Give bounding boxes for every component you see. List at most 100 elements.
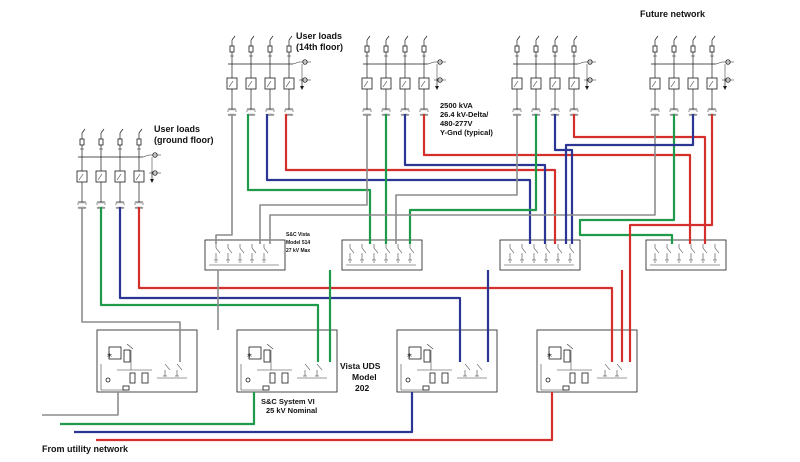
cable-red-14th (284, 114, 557, 244)
main-switch-3 (549, 64, 561, 110)
cable-red-future (628, 114, 714, 362)
main-switch-3 (687, 64, 699, 110)
main-switch-3 (399, 64, 411, 110)
cable-green-ground (99, 207, 320, 362)
cable-blue-right (553, 114, 574, 244)
substation-right (511, 35, 596, 116)
cable-layer (42, 114, 714, 442)
vista-way-1 (508, 244, 515, 263)
vista-way-4 (384, 244, 391, 263)
switchgear-layer: **** (76, 35, 734, 393)
feeder-breaker-3 (402, 35, 409, 64)
vista-way-4 (250, 244, 257, 263)
feeder-breaker-1 (79, 128, 86, 157)
feeder-breaker-4 (571, 35, 578, 64)
vista-way-4 (689, 244, 696, 263)
vista-514-box-4 (645, 239, 727, 271)
feeder-breaker-3 (267, 35, 274, 64)
vista-way-5 (556, 244, 563, 263)
cable-gray-ground (81, 207, 181, 362)
pt-symbol (142, 152, 161, 183)
uds-system-vi-box-1: * (96, 329, 198, 393)
feeder-breaker-4 (709, 35, 716, 64)
main-switch-4 (418, 64, 430, 110)
main-switch-1 (649, 64, 661, 110)
system-vi-label-line1: S&C System VI (261, 397, 315, 406)
uds-label-line2: Model (352, 372, 377, 382)
main-switch-2 (95, 157, 107, 203)
system-vi-label-line2: 25 kV Nominal (266, 406, 318, 415)
main-switch-1 (76, 157, 88, 203)
feeder-breaker-4 (136, 128, 143, 157)
interrupter-1 (603, 363, 611, 377)
vista-514-box-3 (499, 239, 581, 271)
transformer-4 (284, 108, 294, 116)
vista-way-3 (372, 244, 379, 263)
vista-way-6 (408, 244, 415, 263)
transformer-rating-line3: 480-277V (440, 119, 473, 128)
substation-center (361, 35, 446, 116)
cable-green-future (578, 114, 676, 244)
cable-green-right (408, 114, 538, 244)
vista-514-box-2 (341, 239, 423, 271)
main-switch-4 (133, 157, 145, 203)
interrupter-1 (163, 363, 171, 377)
main-switch-1 (361, 64, 373, 110)
vista-way-3 (532, 244, 539, 263)
uds-label-line1: Vista UDS (340, 361, 381, 371)
vista-way-2 (360, 244, 367, 263)
feeder-breaker-3 (117, 128, 124, 157)
main-switch-4 (706, 64, 718, 110)
feeder-breaker-2 (98, 128, 105, 157)
feeder-breaker-1 (229, 35, 236, 64)
substation-future (649, 35, 734, 116)
pt-symbol (292, 59, 311, 90)
pt-symbol (715, 59, 734, 90)
cable-gray-future (269, 114, 656, 244)
main-switch-2 (380, 64, 392, 110)
interrupter-1 (303, 363, 311, 377)
asterisk-symbol: * (247, 352, 252, 363)
main-switch-4 (283, 64, 295, 110)
vista-way-2 (226, 244, 233, 263)
uds-system-vi-box-4: * (536, 329, 638, 393)
cable-green-utility (60, 392, 256, 426)
feeder-breaker-4 (421, 35, 428, 64)
feeder-breaker-1 (652, 35, 659, 64)
from-utility-network-label: From utility network (42, 444, 129, 454)
main-switch-2 (668, 64, 680, 110)
interrupter-2 (175, 363, 183, 377)
interrupter-2 (315, 363, 323, 377)
transformer-rating-line1: 2500 kVA (440, 101, 473, 110)
feeder-breaker-2 (533, 35, 540, 64)
cable-green-14th (246, 114, 372, 244)
future-network-label: Future network (640, 9, 706, 19)
transformer-2 (669, 108, 679, 116)
main-switch-2 (245, 64, 257, 110)
cable-blue-future (564, 114, 695, 244)
interrupter-2 (615, 363, 623, 377)
pt-symbol (577, 59, 596, 90)
main-switch-2 (530, 64, 542, 110)
interrupter-1 (463, 363, 471, 377)
vista-514-box-1 (204, 239, 286, 271)
vista-way-1 (214, 244, 221, 263)
main-switch-1 (226, 64, 238, 110)
vista-way-6 (568, 244, 575, 263)
vista-label-line2: Model 514 (286, 240, 311, 246)
vista-way-5 (701, 244, 708, 263)
vista-way-3 (677, 244, 684, 263)
main-switch-4 (568, 64, 580, 110)
cable-blue-center (403, 114, 547, 244)
feeder-breaker-4 (286, 35, 293, 64)
interrupter-2 (475, 363, 483, 377)
main-switch-3 (264, 64, 276, 110)
vista-way-3 (238, 244, 245, 263)
transformer-rating-line2: 26.4 kV-Delta/ (440, 110, 489, 119)
vista-way-4 (544, 244, 551, 263)
vista-way-6 (713, 244, 720, 263)
feeder-breaker-1 (364, 35, 371, 64)
uds-label-line3: 202 (355, 383, 370, 393)
cable-gray-center (259, 114, 368, 244)
